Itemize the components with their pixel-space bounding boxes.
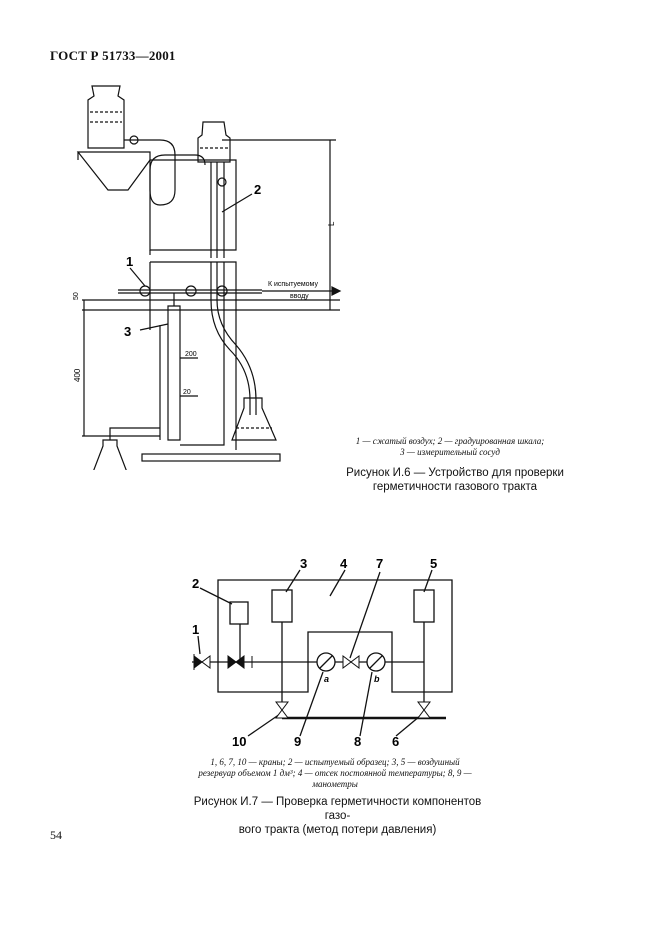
callout-f7-6: 6 — [392, 734, 399, 749]
supply-bottle — [87, 85, 125, 149]
valve-1 — [193, 655, 203, 669]
callout-2: 2 — [254, 182, 261, 197]
measuring-vessel — [167, 305, 181, 441]
caption6-line2: герметичности газового тракта — [372, 481, 538, 493]
callout-3: 3 — [124, 324, 131, 339]
caption7-line2: вого тракта (метод потери давления) — [238, 824, 437, 836]
scale-mark-200: 200 — [185, 351, 197, 358]
valve-7 — [342, 655, 352, 669]
legend7-line3: манометры — [312, 779, 358, 789]
scale-mark-20: 20 — [183, 389, 191, 396]
figure-7-schematic: 2 1 3 4 7 5 10 9 8 6 a b — [192, 556, 453, 749]
caption6-line1: Рисунок И.6 — Устройство для проверки — [346, 467, 564, 479]
left-flask — [93, 439, 127, 470]
callout-f7-3: 3 — [300, 556, 307, 571]
temperature-compartment — [217, 579, 453, 693]
callout-f7-4: 4 — [340, 556, 348, 571]
callout-f7-9: 9 — [294, 734, 301, 749]
figure-6-legend: 1 — сжатый воздух; 2 — градуированная шк… — [340, 436, 560, 458]
test-sample — [229, 601, 249, 625]
shelf — [76, 151, 151, 191]
dimension-lower: 400 — [73, 368, 82, 382]
page-number: 54 — [50, 828, 62, 842]
legend6-line2: 3 — измерительный сосуд — [400, 447, 500, 457]
figure-6-apparatus: 1 2 3 50 400 L 200 20 К испытуемому ввод… — [73, 85, 342, 470]
valve-10 — [275, 701, 289, 711]
legend6-line1: 1 — сжатый воздух; 2 — градуированная шк… — [355, 436, 545, 446]
legend7-line2: резервуар объемом 1 дм³; 4 — отсек посто… — [198, 768, 472, 778]
callout-f7-2: 2 — [192, 576, 199, 591]
figure-7-caption: Рисунок И.7 — Проверка герметичности ком… — [180, 795, 495, 837]
caption7-line1: Рисунок И.7 — Проверка герметичности ком… — [193, 796, 482, 822]
callout-f7-8: 8 — [354, 734, 361, 749]
outlet-label-line2: вводу — [290, 293, 309, 300]
legend7-line1: 1, 6, 7, 10 — краны; 2 — испытуемый обра… — [210, 757, 460, 767]
callout-f7-10: 10 — [232, 734, 246, 749]
callout-f7-7: 7 — [376, 556, 383, 571]
reservoir-3 — [271, 589, 293, 623]
right-flask — [231, 397, 277, 441]
document-header: ГОСТ Р 51733—2001 — [50, 48, 176, 63]
valve-6 — [417, 701, 431, 711]
reservoir-5 — [413, 589, 435, 623]
gauge-label-b: b — [374, 674, 380, 684]
callout-f7-5: 5 — [430, 556, 437, 571]
callout-f7-1: 1 — [192, 622, 199, 637]
figure-7-legend: 1, 6, 7, 10 — краны; 2 — испытуемый обра… — [185, 757, 485, 790]
callout-1: 1 — [126, 254, 133, 269]
outlet-label-line1: К испытуемому — [268, 281, 318, 288]
gauge-label-a: a — [324, 674, 329, 684]
figure-6-caption: Рисунок И.6 — Устройство для проверки ге… — [340, 466, 570, 494]
top-vessel — [197, 121, 231, 163]
dimension-right: L — [327, 221, 336, 226]
dimension-left: 50 — [73, 292, 80, 300]
